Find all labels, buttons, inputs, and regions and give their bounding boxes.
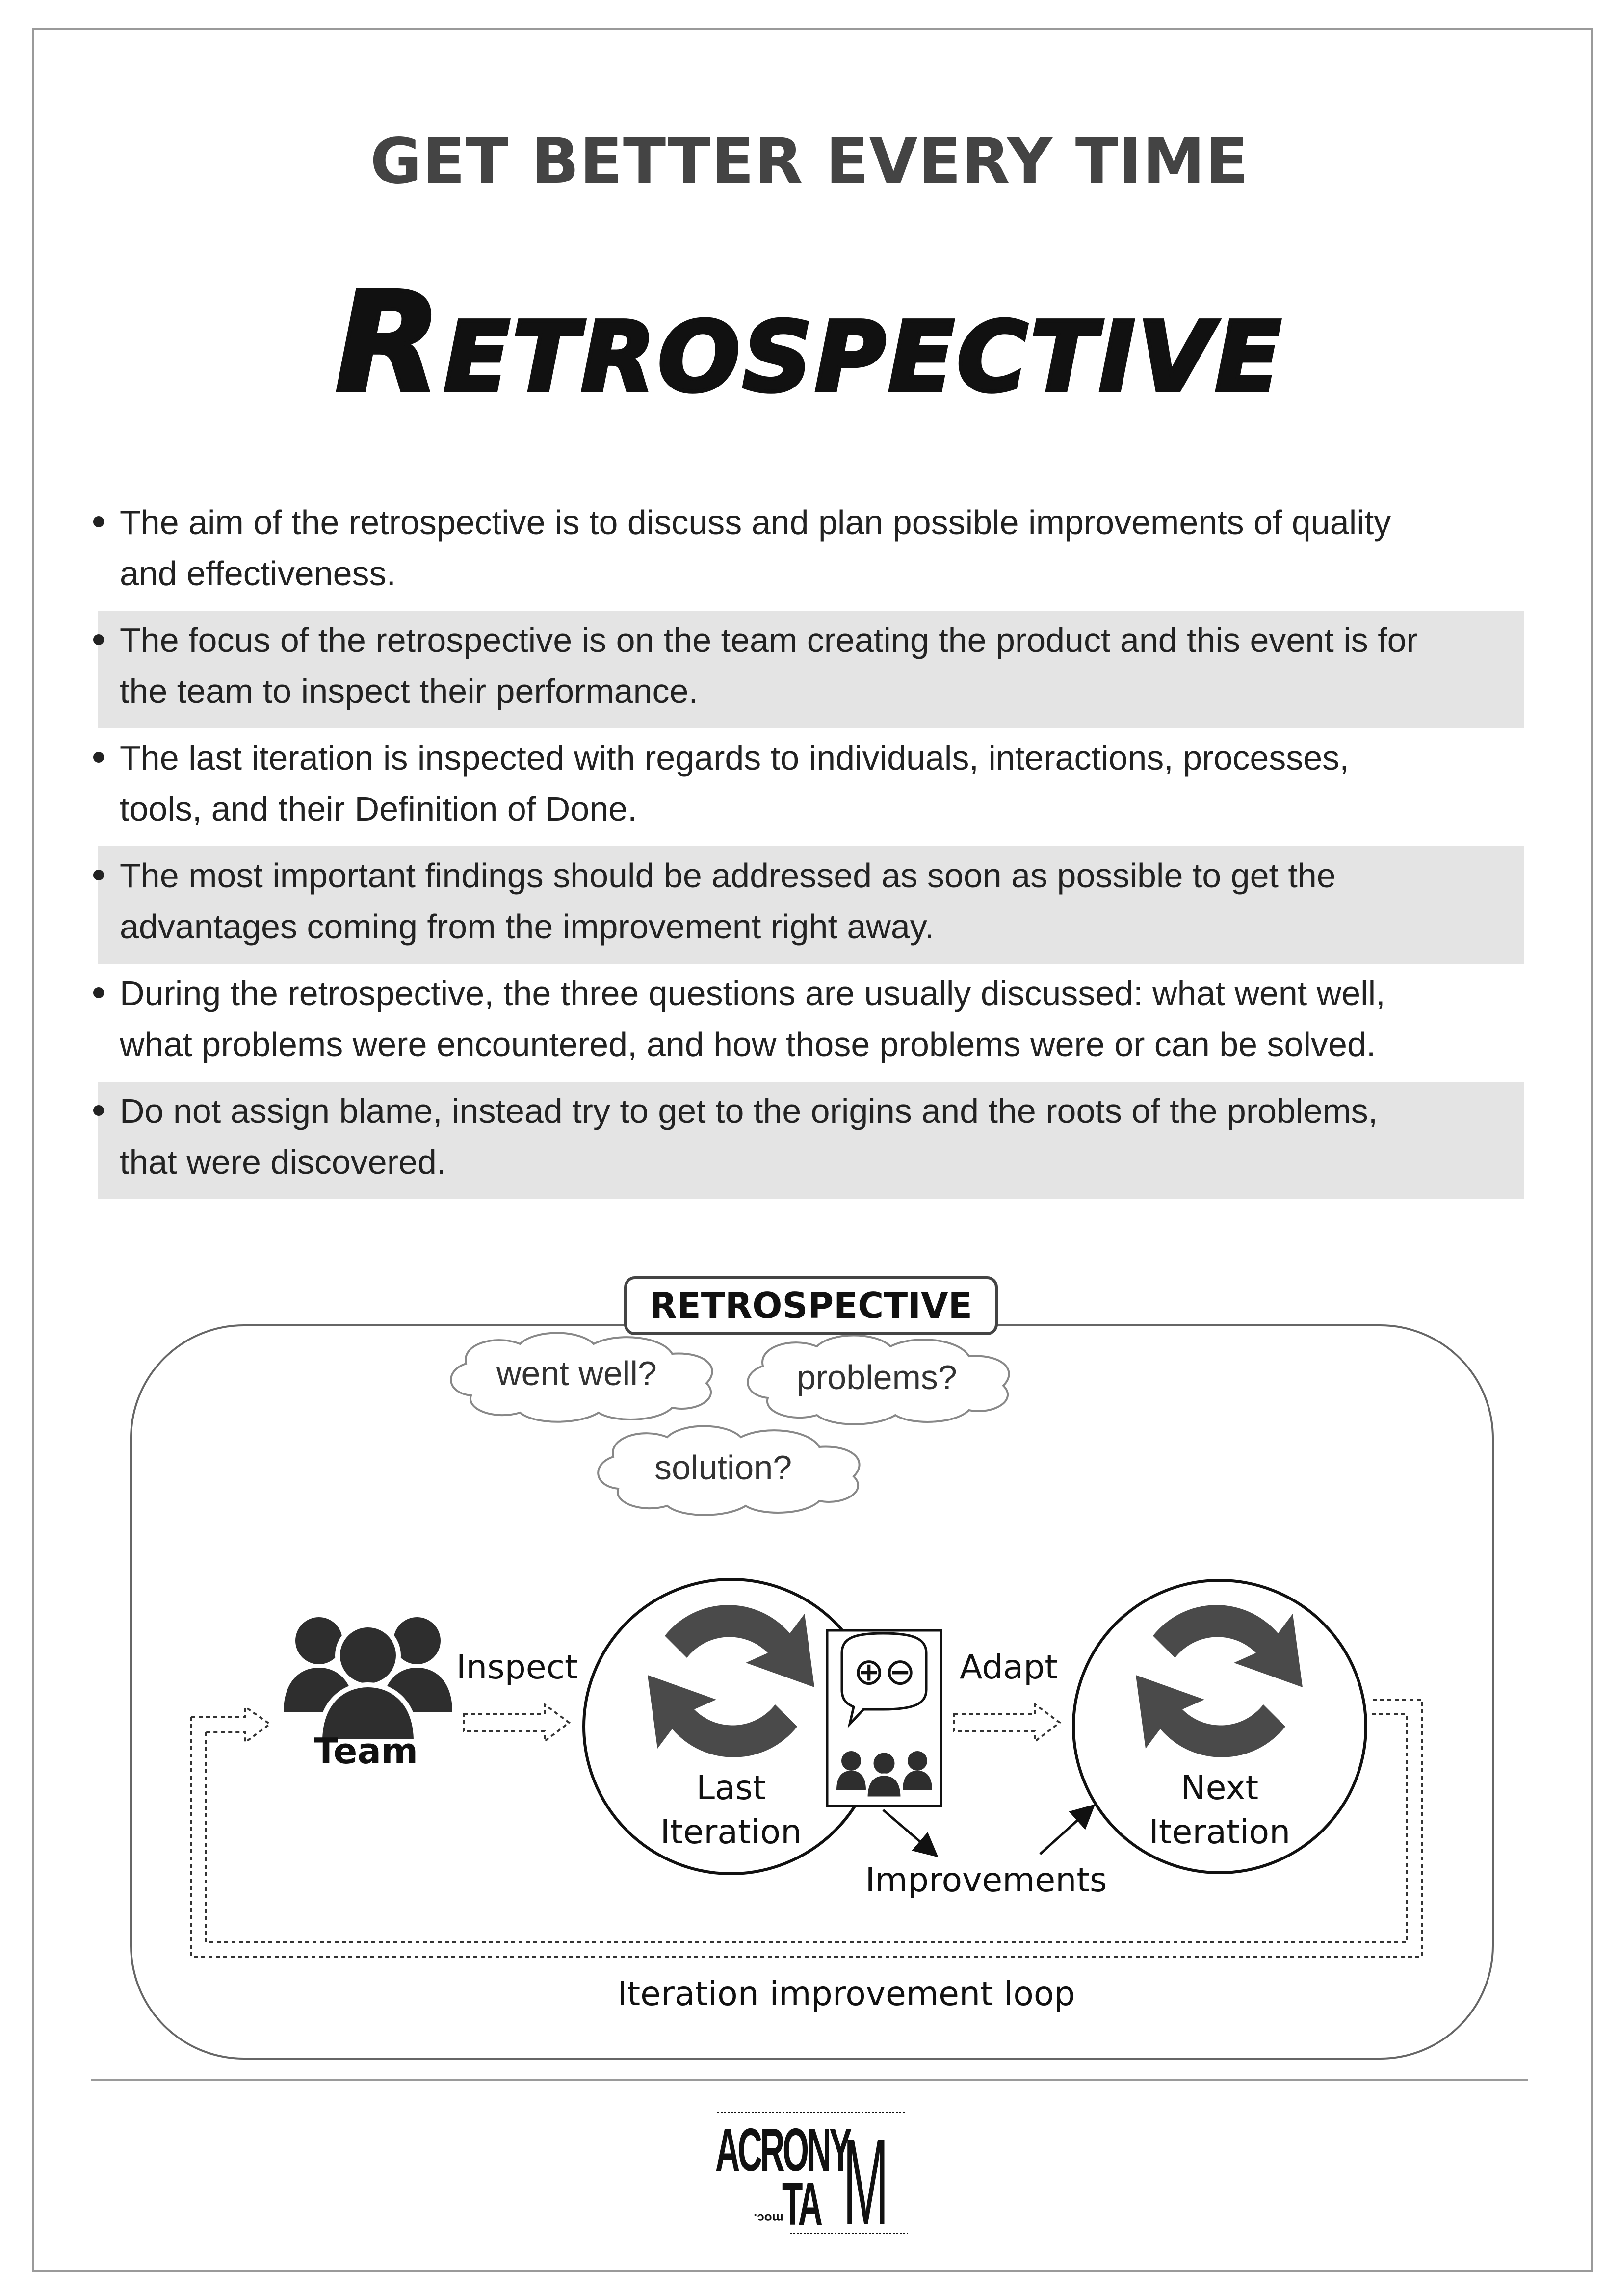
bullet-line: the team to inspect their performance. — [120, 672, 698, 710]
inspect-label: Inspect — [456, 1648, 578, 1687]
page-title: Retrospective — [333, 263, 1284, 424]
diagram-label: RETROSPECTIVE — [624, 1276, 998, 1335]
bullet-list: The aim of the retrospective is to discu… — [93, 493, 1524, 1199]
logo-rule-lines — [717, 2112, 908, 2234]
adapt-arrow — [953, 1703, 1062, 1744]
adapt-label: Adapt — [960, 1648, 1058, 1687]
cloud-went-well — [450, 1332, 713, 1423]
cloud-solution — [597, 1425, 861, 1516]
bullet-line: During the retrospective, the three ques… — [120, 974, 1385, 1012]
page-subtitle: GET BETTER EVERY TIME — [370, 125, 1249, 198]
inspect-arrow — [463, 1703, 571, 1744]
improvement-arrow-in — [1039, 1804, 1096, 1855]
bullet-item: Do not assign blame, instead try to get … — [93, 1082, 1524, 1199]
bullet-line: The aim of the retrospective is to discu… — [120, 503, 1391, 542]
iteration-loop-line — [205, 1713, 1408, 1943]
cloud-problems-text: problems? — [797, 1358, 957, 1396]
next-iteration-label-line1: Next — [1180, 1769, 1259, 1807]
logo-top-text: ACRONY — [715, 2116, 852, 2184]
team-icon — [284, 1617, 452, 1744]
cloud-solution-text: solution? — [654, 1448, 792, 1487]
acronym-logo: ACRONY TA M moc. — [711, 2107, 917, 2250]
improvement-arrow-out — [882, 1809, 939, 1857]
diagram-canvas — [130, 1324, 1494, 2060]
last-iteration-label-line1: Last — [696, 1769, 766, 1807]
next-iteration-cycle-icon — [1136, 1605, 1303, 1757]
bullet-line: The last iteration is inspected with reg… — [120, 739, 1349, 777]
bullet-item: The aim of the retrospective is to discu… — [93, 493, 1524, 611]
bullet-item: During the retrospective, the three ques… — [93, 964, 1524, 1082]
loop-arrow-entry — [191, 1705, 272, 1744]
plus-minus-icon: ⊕⊖ — [853, 1650, 916, 1693]
page-border — [32, 28, 1593, 2272]
loop-label: Iteration improvement loop — [617, 1975, 1075, 2013]
footer-divider — [91, 2079, 1528, 2081]
bullet-line: The focus of the retrospective is on the… — [120, 621, 1418, 659]
bullet-item: The last iteration is inspected with reg… — [93, 728, 1524, 846]
last-iteration-cycle-icon — [648, 1605, 814, 1757]
bullet-line: and effectiveness. — [120, 554, 396, 593]
iteration-loop-line-outer — [190, 1699, 1423, 1958]
meeting-card — [826, 1629, 942, 1807]
cloud-problems — [747, 1334, 1010, 1425]
cloud-went-well-text: went well? — [496, 1354, 657, 1393]
bullet-line: that were discovered. — [120, 1143, 446, 1181]
bullet-line: tools, and their Definition of Done. — [120, 790, 637, 828]
bullet-item: The most important findings should be ad… — [93, 846, 1524, 964]
logo-side-letter: M — [843, 2114, 889, 2250]
team-label: Team — [314, 1730, 418, 1772]
bullet-line: what problems were encountered, and how … — [120, 1025, 1376, 1063]
bullet-line: advantages coming from the improvement r… — [120, 907, 935, 946]
next-iteration-label-line2: Iteration — [1149, 1813, 1291, 1852]
bullet-item: The focus of the retrospective is on the… — [93, 611, 1524, 728]
retrospective-diagram: RETROSPECTIVE went well? problems? solut… — [0, 1270, 1619, 2075]
improvements-label: Improvements — [865, 1861, 1107, 1900]
bullet-line: Do not assign blame, instead try to get … — [120, 1092, 1378, 1130]
logo-bottom-text: TA — [782, 2170, 823, 2238]
last-iteration-label-line2: Iteration — [660, 1813, 802, 1852]
bullet-line: The most important findings should be ad… — [120, 856, 1336, 895]
